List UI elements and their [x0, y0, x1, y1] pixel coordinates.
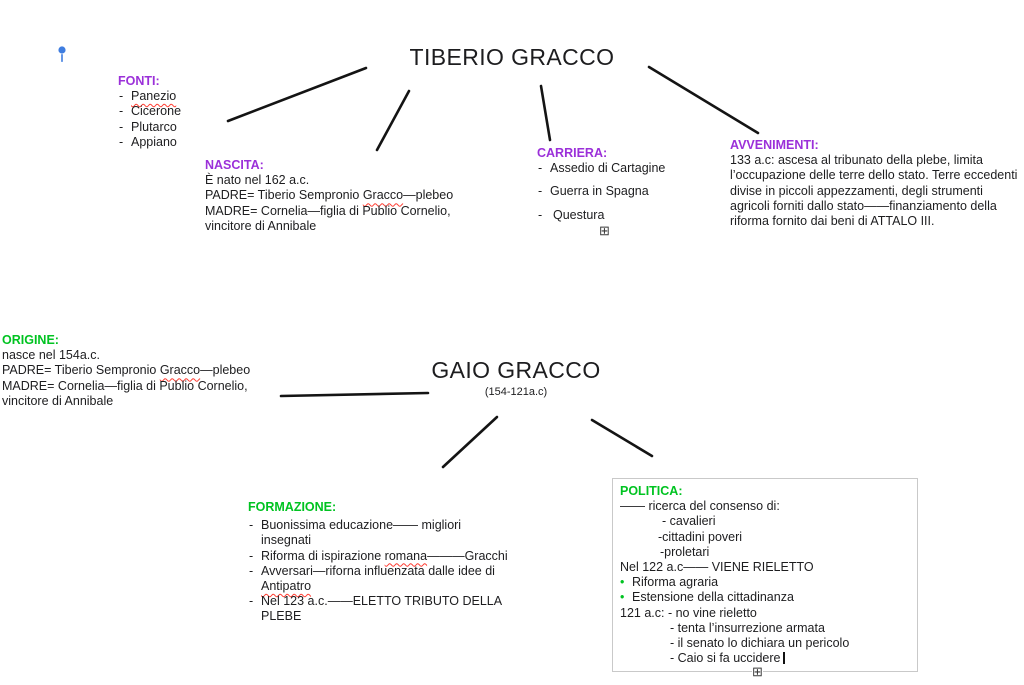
list-item: Questura	[537, 208, 697, 223]
text-line: vincitore di Annibale	[2, 393, 114, 408]
text-line: Nel 122 a.c—— VIENE RIELETTO	[620, 560, 814, 575]
expand-handle-icon[interactable]: ⊞	[599, 223, 610, 238]
text-paragraph: 133 a.c: ascesa al tribunato della plebe…	[730, 153, 1018, 229]
nascita-label: NASCITA:	[205, 158, 264, 172]
formazione-node[interactable]: FORMAZIONE: Buonissima educazione—— migl…	[248, 500, 516, 625]
list-item: Panezio	[118, 89, 238, 104]
nascita-node[interactable]: NASCITA: È nato nel 162 a.c. PADRE= Tibe…	[205, 158, 473, 234]
text-segment: Plutarco	[131, 119, 177, 134]
list-item: Riforma di ispirazione romana———Gracchi	[248, 549, 516, 564]
origine-node[interactable]: ORIGINE: nasce nel 154a.c. PADRE= Tiberi…	[2, 333, 290, 409]
connector-line	[647, 65, 760, 135]
text-segment: Avversari—riforna influenzata dalle idee…	[261, 563, 495, 578]
list-item: Riforma agraria	[620, 575, 910, 590]
text-line: PADRE= Tiberio Sempronio Gracco—plebeo	[205, 188, 473, 203]
text-segment: romana	[384, 548, 428, 563]
text-segment: PADRE= Tiberio Sempronio	[2, 363, 160, 378]
connector-line	[375, 89, 411, 152]
text-segment: Riforma di ispirazione	[261, 548, 385, 563]
text-segment: Assedio di Cartagine	[550, 161, 666, 176]
text-line: nasce nel 154a.c.	[2, 348, 100, 363]
text-segment: Gracco	[362, 188, 404, 203]
text-segment: Appiano	[131, 134, 177, 149]
text-line: - cavalieri	[662, 514, 716, 529]
connector-line	[441, 415, 499, 469]
list-item: Cicerone	[118, 104, 238, 119]
text-line: MADRE= Cornelia—figlia di Publio Corneli…	[2, 378, 248, 393]
text-segment: Gracco	[159, 363, 201, 378]
carriera-node[interactable]: CARRIERA: Assedio di Cartagine Guerra in…	[537, 146, 697, 231]
carriera-label: CARRIERA:	[537, 146, 608, 160]
politica-label: POLITICA:	[620, 484, 683, 498]
gaio-subtitle: (154-121a.c)	[484, 386, 548, 398]
avvenimenti-label: AVVENIMENTI:	[730, 138, 819, 152]
text-segment: PADRE= Tiberio Sempronio	[205, 188, 363, 203]
connector-line	[226, 66, 368, 123]
text-line: MADRE= Cornelia—figlia di Publio Corneli…	[205, 203, 451, 218]
text-segment: - Caio si fa uccidere	[670, 651, 781, 666]
text-segment: —plebeo	[200, 363, 251, 378]
text-segment: Guerra in Spagna	[550, 184, 649, 199]
text-segment: Panezio	[131, 89, 177, 104]
list-item: Avversari—riforna influenzata dalle idee…	[248, 564, 513, 594]
avvenimenti-node[interactable]: AVVENIMENTI: 133 a.c: ascesa al tribunat…	[730, 138, 1022, 229]
text-line: POLITICA:	[620, 484, 910, 499]
expand-handle-icon[interactable]: ⊞	[752, 664, 763, 679]
politica-node[interactable]: POLITICA: —— ricerca del consenso di: - …	[612, 478, 918, 672]
pushpin-icon[interactable]	[56, 46, 68, 68]
connector-line	[590, 418, 654, 458]
gaio-title-block[interactable]: GAIO GRACCO (154-121a.c)	[381, 357, 651, 400]
list-item: Guerra in Spagna	[537, 184, 697, 199]
text-segment: Riforma agraria	[632, 575, 719, 590]
list-item: Nel 123 a.c.——ELETTO TRIBUTO DELLA PLEBE	[248, 594, 513, 624]
text-line: vincitore di Annibale	[205, 218, 317, 233]
fonti-label: FONTI:	[118, 74, 160, 88]
text-line: -cittadini poveri	[658, 529, 743, 544]
tiberio-title[interactable]: TIBERIO GRACCO	[409, 44, 615, 70]
list-item: Assedio di Cartagine	[537, 161, 697, 176]
text-segment: Cicerone	[131, 104, 182, 119]
fonti-node[interactable]: FONTI: Panezio Cicerone Plutarco Appiano	[118, 74, 238, 150]
text-cursor	[783, 652, 785, 665]
list-item: Plutarco	[118, 120, 238, 135]
origine-label: ORIGINE:	[2, 333, 59, 347]
text-line: - il senato lo dichiara un pericolo	[670, 636, 850, 651]
text-line: -proletari	[660, 544, 710, 559]
gaio-title: GAIO GRACCO	[431, 357, 601, 383]
text-line: - Caio si fa uccidere	[620, 651, 910, 666]
text-line: È nato nel 162 a.c.	[205, 173, 310, 188]
text-segment: Estensione della cittadinanza	[632, 590, 794, 605]
text-line: PADRE= Tiberio Sempronio Gracco—plebeo	[2, 363, 290, 378]
text-segment: Antipatro	[261, 579, 312, 594]
list-item: Appiano	[118, 135, 238, 150]
text-line: 121 a.c: - no vine rieletto	[620, 605, 757, 620]
text-segment: —plebeo	[403, 188, 454, 203]
text-segment: Questura	[553, 207, 605, 222]
connector-line	[539, 84, 552, 142]
formazione-label: FORMAZIONE:	[248, 500, 337, 514]
text-segment: ———Gracchi	[427, 548, 508, 563]
text-segment: Buonissima educazione—— migliori insegna…	[261, 518, 462, 548]
text-segment: Nel 123 a.c.——ELETTO TRIBUTO DELLA PLEBE	[261, 594, 502, 624]
text-line: - tenta l’insurrezione armata	[670, 620, 825, 635]
list-item: Buonissima educazione—— migliori insegna…	[248, 518, 513, 548]
list-item: Estensione della cittadinanza	[620, 590, 910, 605]
text-line: —— ricerca del consenso di:	[620, 499, 780, 514]
